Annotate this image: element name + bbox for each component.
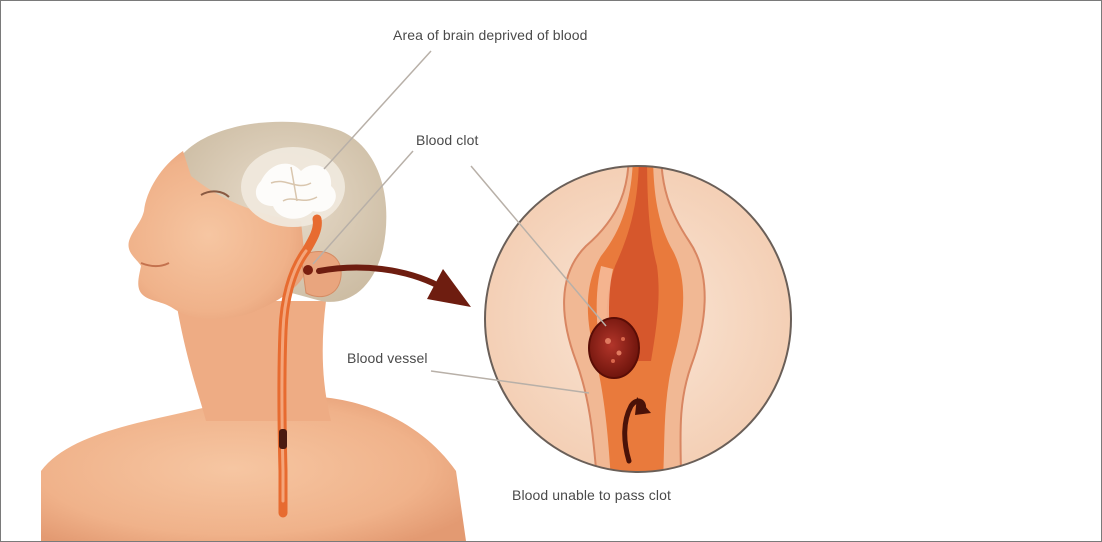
label-area-deprived: Area of brain deprived of blood xyxy=(393,27,588,43)
brain-deprived-area xyxy=(241,147,345,227)
clot-in-head xyxy=(303,265,313,275)
leader-area-deprived xyxy=(324,51,431,169)
blood-clot xyxy=(589,318,639,378)
label-blood-vessel: Blood vessel xyxy=(347,350,428,366)
label-blood-unable-to-pass: Blood unable to pass clot xyxy=(512,487,671,503)
head-figure xyxy=(41,122,466,541)
neck xyxy=(176,301,331,421)
inset-magnified-vessel xyxy=(485,151,791,481)
label-blood-clot: Blood clot xyxy=(416,132,478,148)
